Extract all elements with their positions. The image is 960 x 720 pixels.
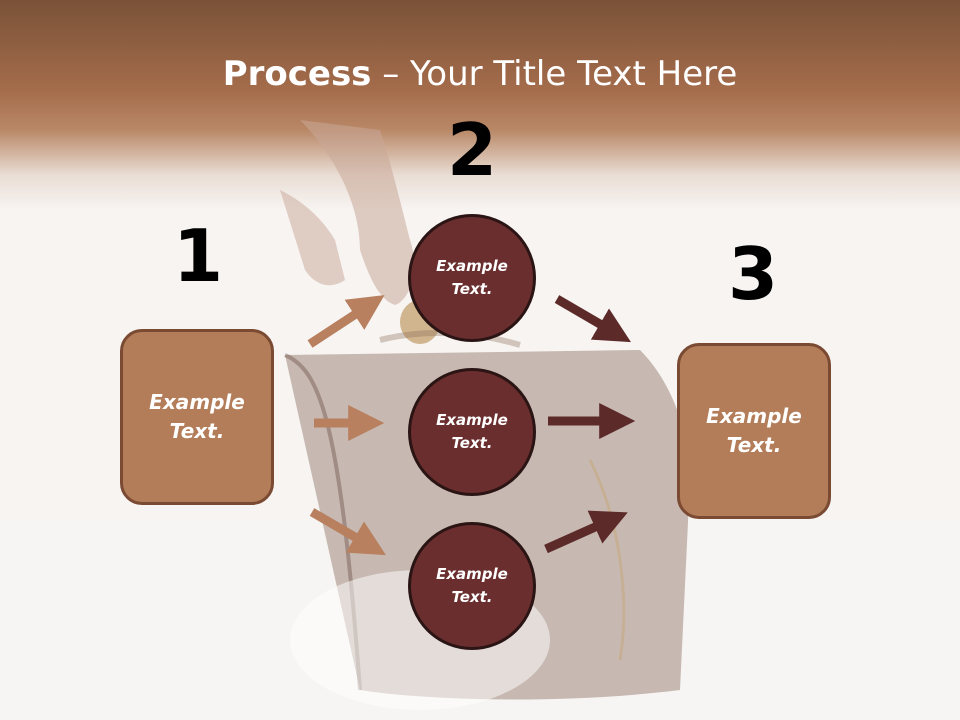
step-2-circle-bottom: Example Text. (408, 522, 536, 650)
step-1-box: Example Text. (120, 329, 274, 505)
step-1-number: 1 (172, 214, 224, 298)
step-2-circle-middle: Example Text. (408, 368, 536, 496)
title-bold: Process (222, 54, 372, 94)
title-rest: – Your Title Text Here (371, 54, 738, 94)
step-2-number: 2 (446, 108, 498, 192)
step-2-circle-top: Example Text. (408, 214, 536, 342)
arrow-2c-to-3 (544, 510, 628, 554)
arrow-2a-to-3 (554, 295, 631, 343)
step-3-number: 3 (727, 232, 779, 316)
arrow-1-to-2a (307, 295, 385, 348)
arrow-1-to-2c (309, 508, 386, 556)
slide-title: Process – Your Title Text Here (0, 52, 960, 96)
step-3-box: Example Text. (677, 343, 831, 519)
